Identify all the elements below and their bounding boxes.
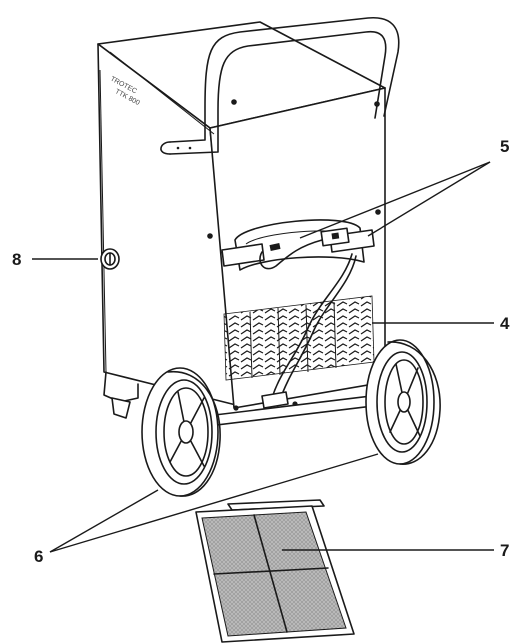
air-filter xyxy=(195,499,355,643)
transport-handle xyxy=(160,16,400,155)
callout-7: 7 xyxy=(500,541,509,560)
cable-holder-assembly xyxy=(221,219,375,271)
wheel-right xyxy=(365,339,441,465)
leader-lines xyxy=(32,161,494,553)
air-filter-mesh xyxy=(201,511,347,637)
callout-6: 6 xyxy=(34,547,43,566)
wheel-left xyxy=(141,367,221,497)
leader-6b xyxy=(49,453,379,553)
callout-4: 4 xyxy=(500,314,510,333)
callout-5: 5 xyxy=(500,137,509,156)
side-knob xyxy=(100,248,120,270)
callout-8: 8 xyxy=(12,250,21,269)
leader-5a xyxy=(299,161,491,239)
cable-hook-left xyxy=(221,243,265,267)
leader-5b xyxy=(367,161,491,237)
leader-6a xyxy=(49,489,159,553)
